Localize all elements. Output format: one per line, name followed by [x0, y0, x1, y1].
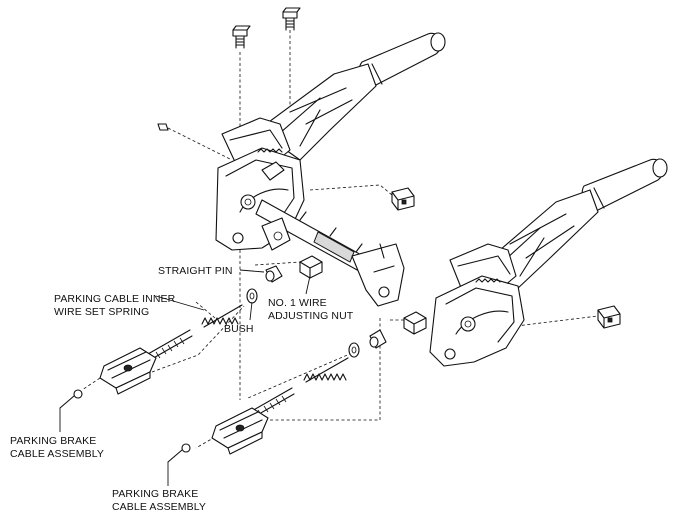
straight-pin-part: [265, 265, 283, 283]
label-straight-pin: STRAIGHT PIN: [158, 265, 233, 277]
label-cable-assembly-b-line1: PARKING BRAKE: [112, 488, 198, 500]
adjusting-nut-part: [299, 255, 323, 279]
small-screw: [157, 123, 169, 131]
label-adjusting-nut-line1: NO. 1 WIRE: [268, 297, 327, 309]
adjusting-nut-part-right: [403, 311, 427, 335]
label-cable-assembly-a-line1: PARKING BRAKE: [10, 435, 96, 447]
left-parking-brake-lever: [215, 32, 446, 307]
leader-lines: [59, 269, 311, 486]
bush-part: [246, 288, 258, 304]
connector-left: [391, 187, 415, 211]
bush-part-right: [348, 342, 360, 358]
label-inner-spring-line2: WIRE SET SPRING: [54, 306, 149, 318]
parking-brake-cable-left: [59, 329, 193, 409]
wire-set-spring-left: [201, 304, 243, 328]
parking-brake-cable-right: [167, 387, 295, 463]
label-inner-spring-line1: PARKING CABLE INNER: [54, 293, 176, 305]
straight-pin-part-right: [369, 329, 387, 349]
label-bush: BUSH: [224, 323, 254, 335]
bolt-left: [232, 25, 251, 49]
label-adjusting-nut-line2: ADJUSTING NUT: [268, 310, 354, 322]
bolt-right: [282, 7, 301, 31]
wire-set-spring-right: [303, 357, 349, 383]
callout-labels: STRAIGHT PIN PARKING CABLE INNER WIRE SE…: [10, 265, 354, 513]
label-cable-assembly-b-line2: CABLE ASSEMBLY: [112, 501, 206, 513]
right-parking-brake-lever: [429, 158, 668, 367]
label-cable-assembly-a-line2: CABLE ASSEMBLY: [10, 448, 104, 460]
connector-right: [597, 305, 621, 329]
